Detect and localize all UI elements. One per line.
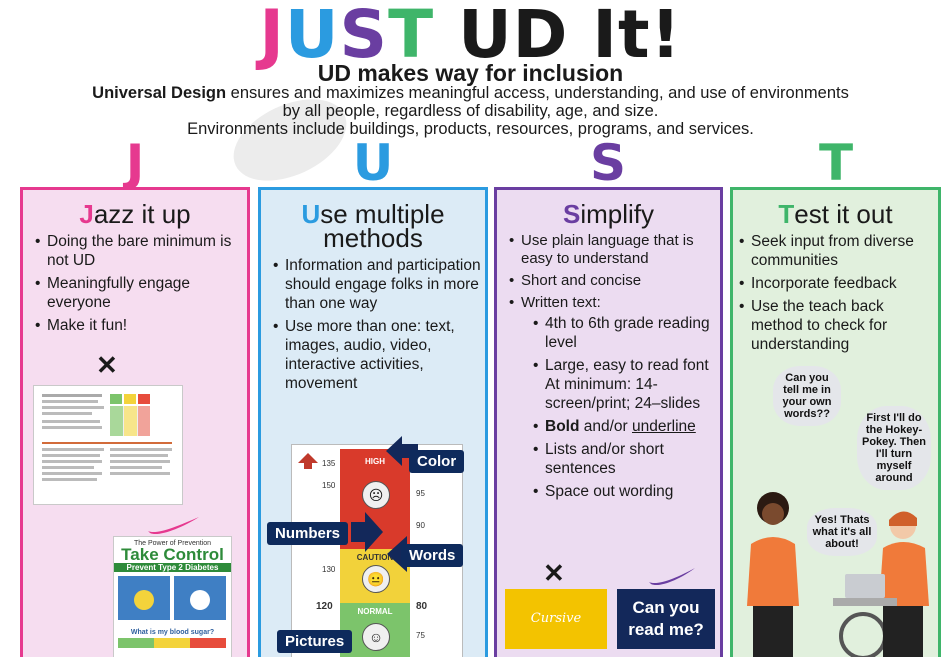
title-letter-u: U [284, 0, 340, 73]
bullet-list: Information and participation should eng… [261, 256, 485, 393]
column-title-jazz: Jazz it up [23, 199, 247, 229]
x-icon: ✕ [96, 350, 118, 380]
tick-right: 80 [416, 601, 428, 612]
normal-label: NORMAL [357, 607, 393, 616]
doc-color-bar [118, 638, 226, 648]
arrow-left-icon [386, 436, 418, 466]
x-icon: ✕ [543, 558, 565, 588]
bullet-list: Use plain language that is easy to under… [497, 232, 720, 501]
and-or: and/or [579, 418, 632, 435]
title-initial: J [79, 199, 94, 229]
title-line2: methods [323, 223, 423, 253]
bullet-list: Doing the bare minimum is not UD Meaning… [23, 232, 247, 335]
list-item: Use the teach back method to check for u… [739, 297, 938, 354]
high-label: HIGH [365, 457, 385, 466]
sad-face-icon: ☹ [362, 481, 390, 509]
list-item: Make it fun! [35, 316, 247, 335]
column-title-simplify: Simplify [497, 199, 720, 229]
tick-left: 150 [322, 481, 336, 490]
list-item-text: Written text: [521, 294, 601, 311]
cursive-sample-box: Cursive [505, 589, 607, 649]
caution-label: CAUTION [356, 553, 394, 562]
bad-document-thumbnail [33, 385, 183, 505]
doc-kicker: The Power of Prevention [133, 540, 212, 547]
sub-list-item: 4th to 6th grade reading level [533, 314, 720, 352]
tick-left: 130 [322, 565, 336, 574]
sub-list-item: Bold and/or underline [533, 417, 720, 436]
big-letter-j: J [125, 134, 145, 192]
title-rest: implify [580, 199, 654, 229]
list-item: Seek input from diverse communities [739, 232, 938, 270]
words-callout: Words [401, 544, 464, 567]
list-item: Meaningfully engage everyone [35, 274, 247, 312]
list-item: Use plain language that is easy to under… [509, 232, 720, 268]
column-test-it-out: Test it out Seek input from diverse comm… [730, 187, 941, 657]
smile-face-icon: ☺ [362, 623, 390, 651]
intro-text: Universal Design ensures and maximizes m… [40, 84, 901, 138]
speech-bubble: First I'll do the Hokey-Pokey. Then I'll… [857, 406, 931, 490]
tick-right: 90 [416, 521, 425, 530]
doc-question: What is my blood sugar? [130, 629, 215, 636]
underline-word: underline [632, 418, 696, 435]
tick-right: 75 [416, 631, 425, 640]
neutral-face-icon: 😐 [362, 565, 390, 593]
title-rest: UD It! [434, 0, 682, 73]
big-letter-s: S [589, 134, 626, 192]
dense-document-icon [42, 394, 172, 481]
intro-line2: by all people, regardless of disability,… [282, 102, 659, 120]
title-letter-t: T [388, 0, 435, 73]
good-document-thumbnail: The Power of Prevention Take Control Pre… [113, 536, 232, 657]
page-title: JUST UD It! [0, 2, 941, 68]
big-letter-u: U [352, 134, 394, 192]
title-initial: S [562, 199, 581, 229]
readable-sample-box: Can you read me? [617, 589, 715, 649]
doc-illustration [118, 576, 226, 620]
tick-left: 135 [322, 459, 336, 468]
title-rest: azz it up [93, 199, 191, 229]
column-simplify: Simplify Use plain language that is easy… [494, 187, 723, 657]
bullet-list: Seek input from diverse communities Inco… [733, 232, 938, 354]
people-illustration [747, 492, 929, 657]
tick-left: 120 [316, 601, 333, 612]
title-rest: se multiple [320, 199, 445, 229]
list-item: Incorporate feedback [739, 274, 938, 293]
sub-list-item: Large, easy to read font At minimum: 14-… [533, 356, 720, 413]
list-item: Use more than one: text, images, audio, … [273, 317, 485, 393]
intro-bold: Universal Design [92, 84, 227, 102]
title-letter-s: S [339, 0, 389, 73]
numbers-callout: Numbers [267, 522, 349, 545]
column-title-test: Test it out [733, 199, 938, 229]
tick-right: 95 [416, 489, 425, 498]
list-item: Written text: 4th to 6th grade reading l… [509, 294, 720, 501]
nike-swoosh-icon [649, 568, 695, 586]
title-initial: T [778, 199, 795, 229]
title-letter-j: J [259, 0, 285, 73]
speech-bubble: Yes! Thats what it's all about! [807, 508, 877, 556]
blood-pressure-chart: HIGH ☹ CAUTION 😐 NORMAL ☺ 135 150 130 12… [291, 444, 463, 657]
bold-word: Bold [545, 418, 580, 435]
title-rest: est it out [794, 199, 893, 229]
nike-swoosh-icon [148, 517, 199, 535]
big-letter-t: T [818, 134, 854, 192]
title-initial: U [301, 199, 321, 229]
sub-list-item: Lists and/or short sentences [533, 440, 720, 478]
list-item: Information and participation should eng… [273, 256, 485, 313]
list-item: Doing the bare minimum is not UD [35, 232, 247, 270]
color-callout: Color [409, 450, 465, 473]
intro-line3: Environments include buildings, products… [187, 120, 754, 138]
doc-title: Take Control [121, 545, 224, 564]
doc-subtitle: Prevent Type 2 Diabetes [114, 563, 231, 572]
subtitle: UD makes way for inclusion [317, 60, 624, 86]
up-arrow-icon [298, 453, 318, 469]
arrow-right-icon [351, 512, 383, 552]
list-item: Short and concise [509, 272, 720, 290]
sub-list-item: Space out wording [533, 482, 720, 501]
intro-line1: ensures and maximizes meaningful access,… [226, 84, 849, 102]
column-jazz: Jazz it up Doing the bare minimum is not… [20, 187, 250, 657]
pictures-callout: Pictures [277, 630, 353, 653]
speech-bubble: Can you tell me in your own words?? [773, 366, 841, 426]
sub-list: 4th to 6th grade reading level Large, ea… [533, 314, 720, 501]
